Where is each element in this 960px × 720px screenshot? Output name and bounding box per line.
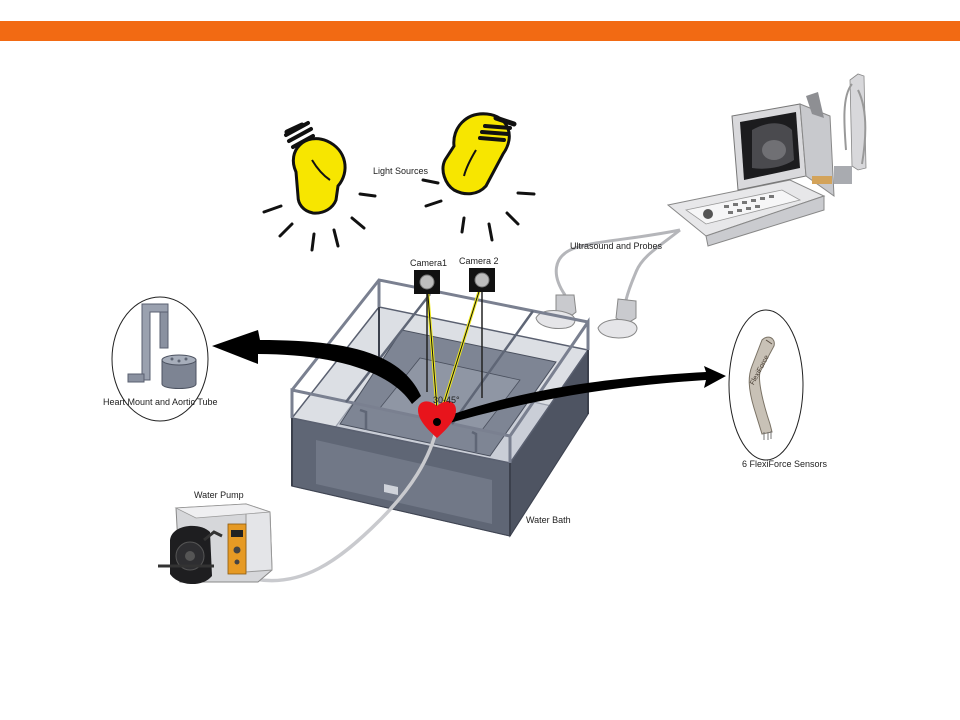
light-sources-label: Light Sources xyxy=(373,166,429,176)
camera1-label: Camera1 xyxy=(410,258,447,268)
water-bath-label: Water Bath xyxy=(526,515,571,525)
camera-icon-2 xyxy=(469,268,495,292)
ultrasound-machine-icon xyxy=(666,73,867,247)
camera1-axis xyxy=(426,282,439,423)
heart-icon xyxy=(418,401,456,438)
camera2-axis xyxy=(437,281,483,423)
heart-mount-icon xyxy=(127,303,197,389)
accent-bar xyxy=(0,21,960,41)
camera2-label: Camera 2 xyxy=(459,256,499,266)
arrow-to-heart-mount xyxy=(212,330,421,404)
ultrasound-label: Ultrasound and Probes xyxy=(570,241,663,251)
pump-tube xyxy=(249,423,440,583)
light-bulb-icon-right xyxy=(421,112,536,242)
probe-cable xyxy=(554,228,681,296)
camera-icon-1 xyxy=(414,270,440,294)
flexiforce-outline xyxy=(728,309,804,461)
probe-cable xyxy=(624,228,681,301)
flexiforce-sensor-icon: FlexiForce xyxy=(748,336,775,440)
arrow-to-flexiforce xyxy=(442,366,726,424)
heart-mount-outline xyxy=(111,296,209,422)
ultrasound-probe-icon-right xyxy=(597,298,638,339)
water-pump-label: Water Pump xyxy=(194,490,244,500)
flexiforce-label: 6 FlexiForce Sensors xyxy=(742,459,828,469)
light-bulb-icon-left xyxy=(262,121,377,252)
peristaltic-pump-icon xyxy=(158,503,273,585)
heart-mount-label: Heart Mount and Aortic Tube xyxy=(103,397,218,407)
angle-label: 30-45° xyxy=(433,395,460,405)
